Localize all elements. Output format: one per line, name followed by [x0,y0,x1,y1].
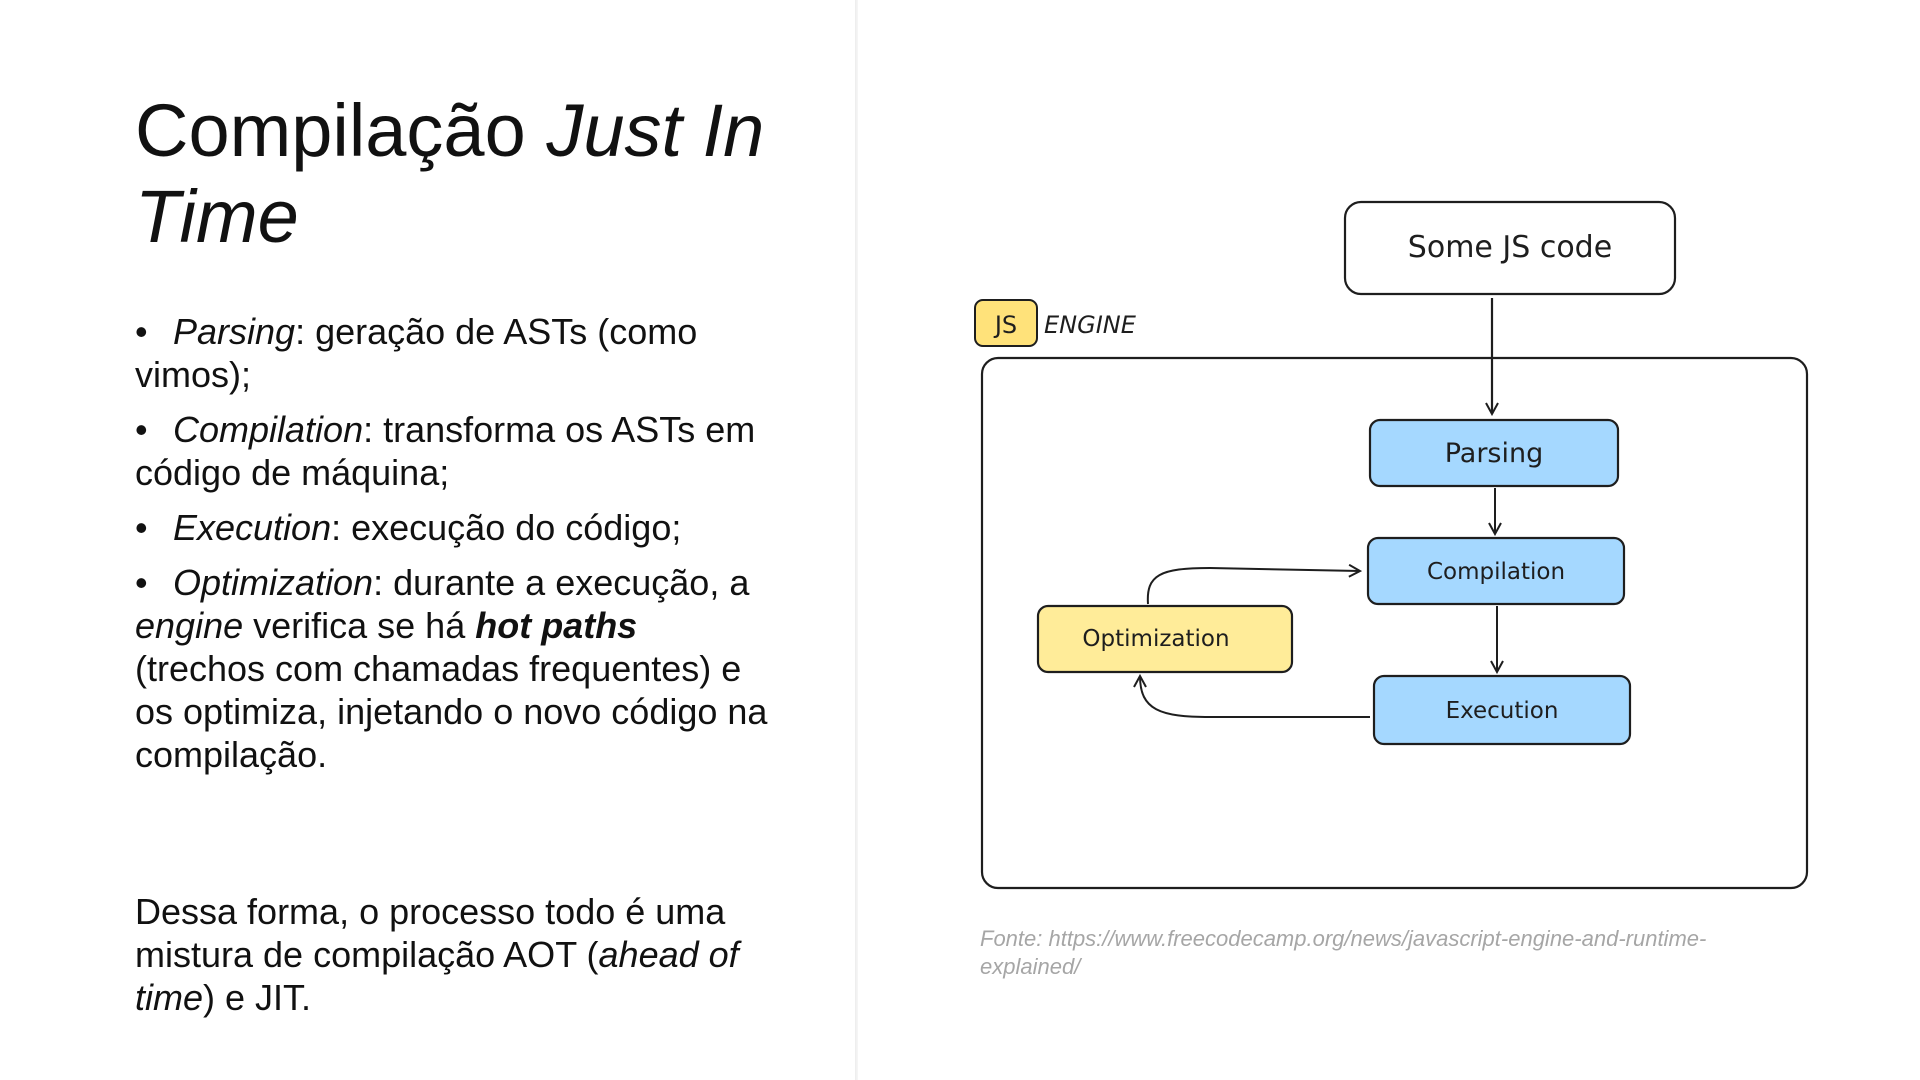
parsing-node: Parsing [1368,418,1620,488]
arrow-optimization-to-compilation [1146,568,1360,605]
bullet-term: Optimization [173,562,374,603]
bullet-emphasis: hot paths [475,605,638,646]
bullet-term: Parsing [173,311,296,352]
bullet-text: : transforma os ASTs em código de máquin… [135,409,756,493]
bullet-compilation: • Compilation: transforma os ASTs em códi… [135,408,775,494]
compilation-box [1366,536,1626,606]
slide-title: Compilação Just In Time [135,88,835,260]
bullet-text: : execução do código; [331,507,682,548]
title-italic-2: Time [135,175,299,258]
summary-text: ) e JIT. [203,977,312,1018]
bullet-text: : geração de ASTs (como vimos); [135,311,698,395]
bullet-parsing: • Parsing: geração de ASTs (como vimos); [135,310,775,396]
optimization-node: Optimization [1036,604,1294,674]
bullet-text: (trechos com chamadas frequentes) e os o… [135,648,768,775]
bullet-optimization: • Optimization: durante a execução, a eng… [135,561,775,776]
engine-tag: JS ENGINE [974,299,1137,347]
bullet-text: verifica se há [243,605,476,646]
text-panel: Compilação Just In Time • Parsing: geração… [0,0,855,1080]
compilation-label: Compilation [1427,559,1565,585]
bullet-marker: • [135,311,148,352]
bullet-text: : durante a execução, a [373,562,750,603]
execution-box [1372,674,1632,746]
compilation-node: Compilation [1366,536,1626,606]
js-badge-label: JS [993,311,1017,339]
arrow-execution-to-optimization [1140,676,1370,718]
bullet-term: Compilation [173,409,364,450]
bullet-term: Execution [173,507,332,548]
bullet-list: •Parsing: geração de ASTs (como vimos); … [135,310,775,788]
source-code-label: Some JS code [1408,230,1612,265]
optimization-label: Optimization [1082,626,1229,652]
source-caption: Fonte: https://www.freecodecamp.org/news… [980,926,1707,979]
parsing-label: Parsing [1445,438,1544,469]
source-code-box [1343,200,1677,296]
bullet-italic-word: engine [135,605,244,646]
panel-divider [855,0,858,1080]
js-badge [974,299,1038,347]
summary-italic: ahead of time [135,934,739,1018]
title-regular: Compilação [135,89,547,172]
summary-paragraph: Dessa forma, o processo todo é uma mistu… [135,890,775,1019]
bullet-marker: • [135,409,148,450]
bullet-marker: • [135,507,148,548]
diagram-canvas: Some JS code JS ENGINE Parsing Compilati… [974,200,1809,890]
engine-label: ENGINE [1044,311,1137,339]
source-code-node: Some JS code [1343,200,1677,296]
title-italic-1: Just In [546,89,765,172]
summary-text: Dessa forma, o processo todo é uma mistu… [135,891,726,975]
bullet-execution: • Execution: execução do código; [135,506,775,549]
bullet-marker: • [135,562,148,603]
execution-label: Execution [1446,698,1559,724]
optimization-box [1036,604,1294,674]
engine-container [980,356,1809,890]
js-engine-diagram: Some JS code JS ENGINE Parsing Compilati… [960,190,1820,910]
parsing-box [1368,418,1620,488]
execution-node: Execution [1372,674,1632,746]
